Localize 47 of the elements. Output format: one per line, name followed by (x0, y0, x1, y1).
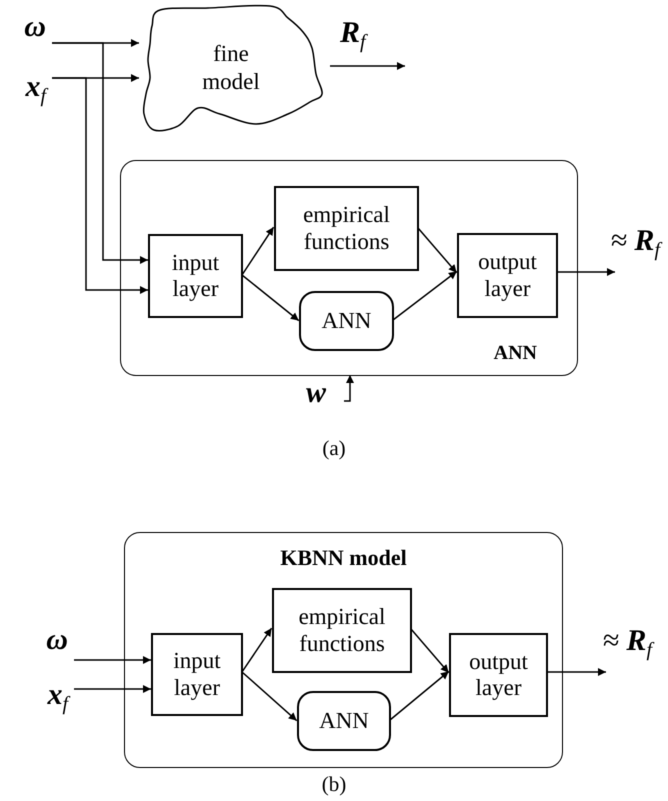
arrow (52, 77, 148, 294)
arrow (410, 628, 450, 674)
arrow (242, 274, 300, 322)
edge-label: R$_{f}$ (340, 16, 366, 54)
figure-caption: (a) (322, 436, 346, 461)
process-box (272, 588, 412, 673)
math-variable: x$_{f}$ (12, 72, 52, 118)
arrow (241, 628, 272, 672)
figure-caption: (b) (322, 772, 346, 797)
process-box (151, 633, 243, 716)
math-variable: ≈ R$_{f}$ (578, 626, 658, 672)
arrow (557, 268, 615, 276)
arrow (241, 226, 274, 276)
box-label: ANN (322, 308, 372, 334)
rounded-box (297, 691, 391, 751)
box-label: output layer (468, 648, 529, 702)
panel-title: KBNN model (280, 545, 407, 571)
box-label: empirical functions (302, 202, 391, 255)
math-variable: ≈ R$_{f}$ (584, 226, 666, 272)
arrow (74, 685, 151, 693)
panel-frame (124, 532, 563, 768)
arrow (547, 668, 606, 676)
arrow (390, 670, 450, 721)
math-variable: ω (20, 12, 52, 46)
process-box (148, 234, 243, 318)
math-variable: ω (44, 625, 74, 661)
process-box (449, 633, 548, 717)
process-box (274, 186, 419, 271)
process-box (457, 233, 558, 318)
arrow (330, 62, 405, 70)
cloud-label: fine model (201, 40, 261, 96)
math-variable: w (306, 378, 344, 404)
arrow (74, 656, 151, 664)
arrow (52, 42, 148, 264)
box-label: empirical functions (298, 604, 386, 657)
box-label: output layer (477, 249, 538, 302)
panel-title: ANN (494, 342, 537, 365)
panel-frame (120, 160, 578, 376)
arrow (344, 375, 354, 402)
box-label: input layer (170, 250, 220, 302)
box-label: ANN (319, 708, 369, 734)
rounded-box (299, 291, 394, 351)
arrow (242, 671, 298, 722)
box-label: input layer (172, 648, 222, 701)
arrow (417, 228, 458, 274)
math-variable: x$_{f}$ (34, 680, 74, 728)
arrow (392, 270, 458, 321)
